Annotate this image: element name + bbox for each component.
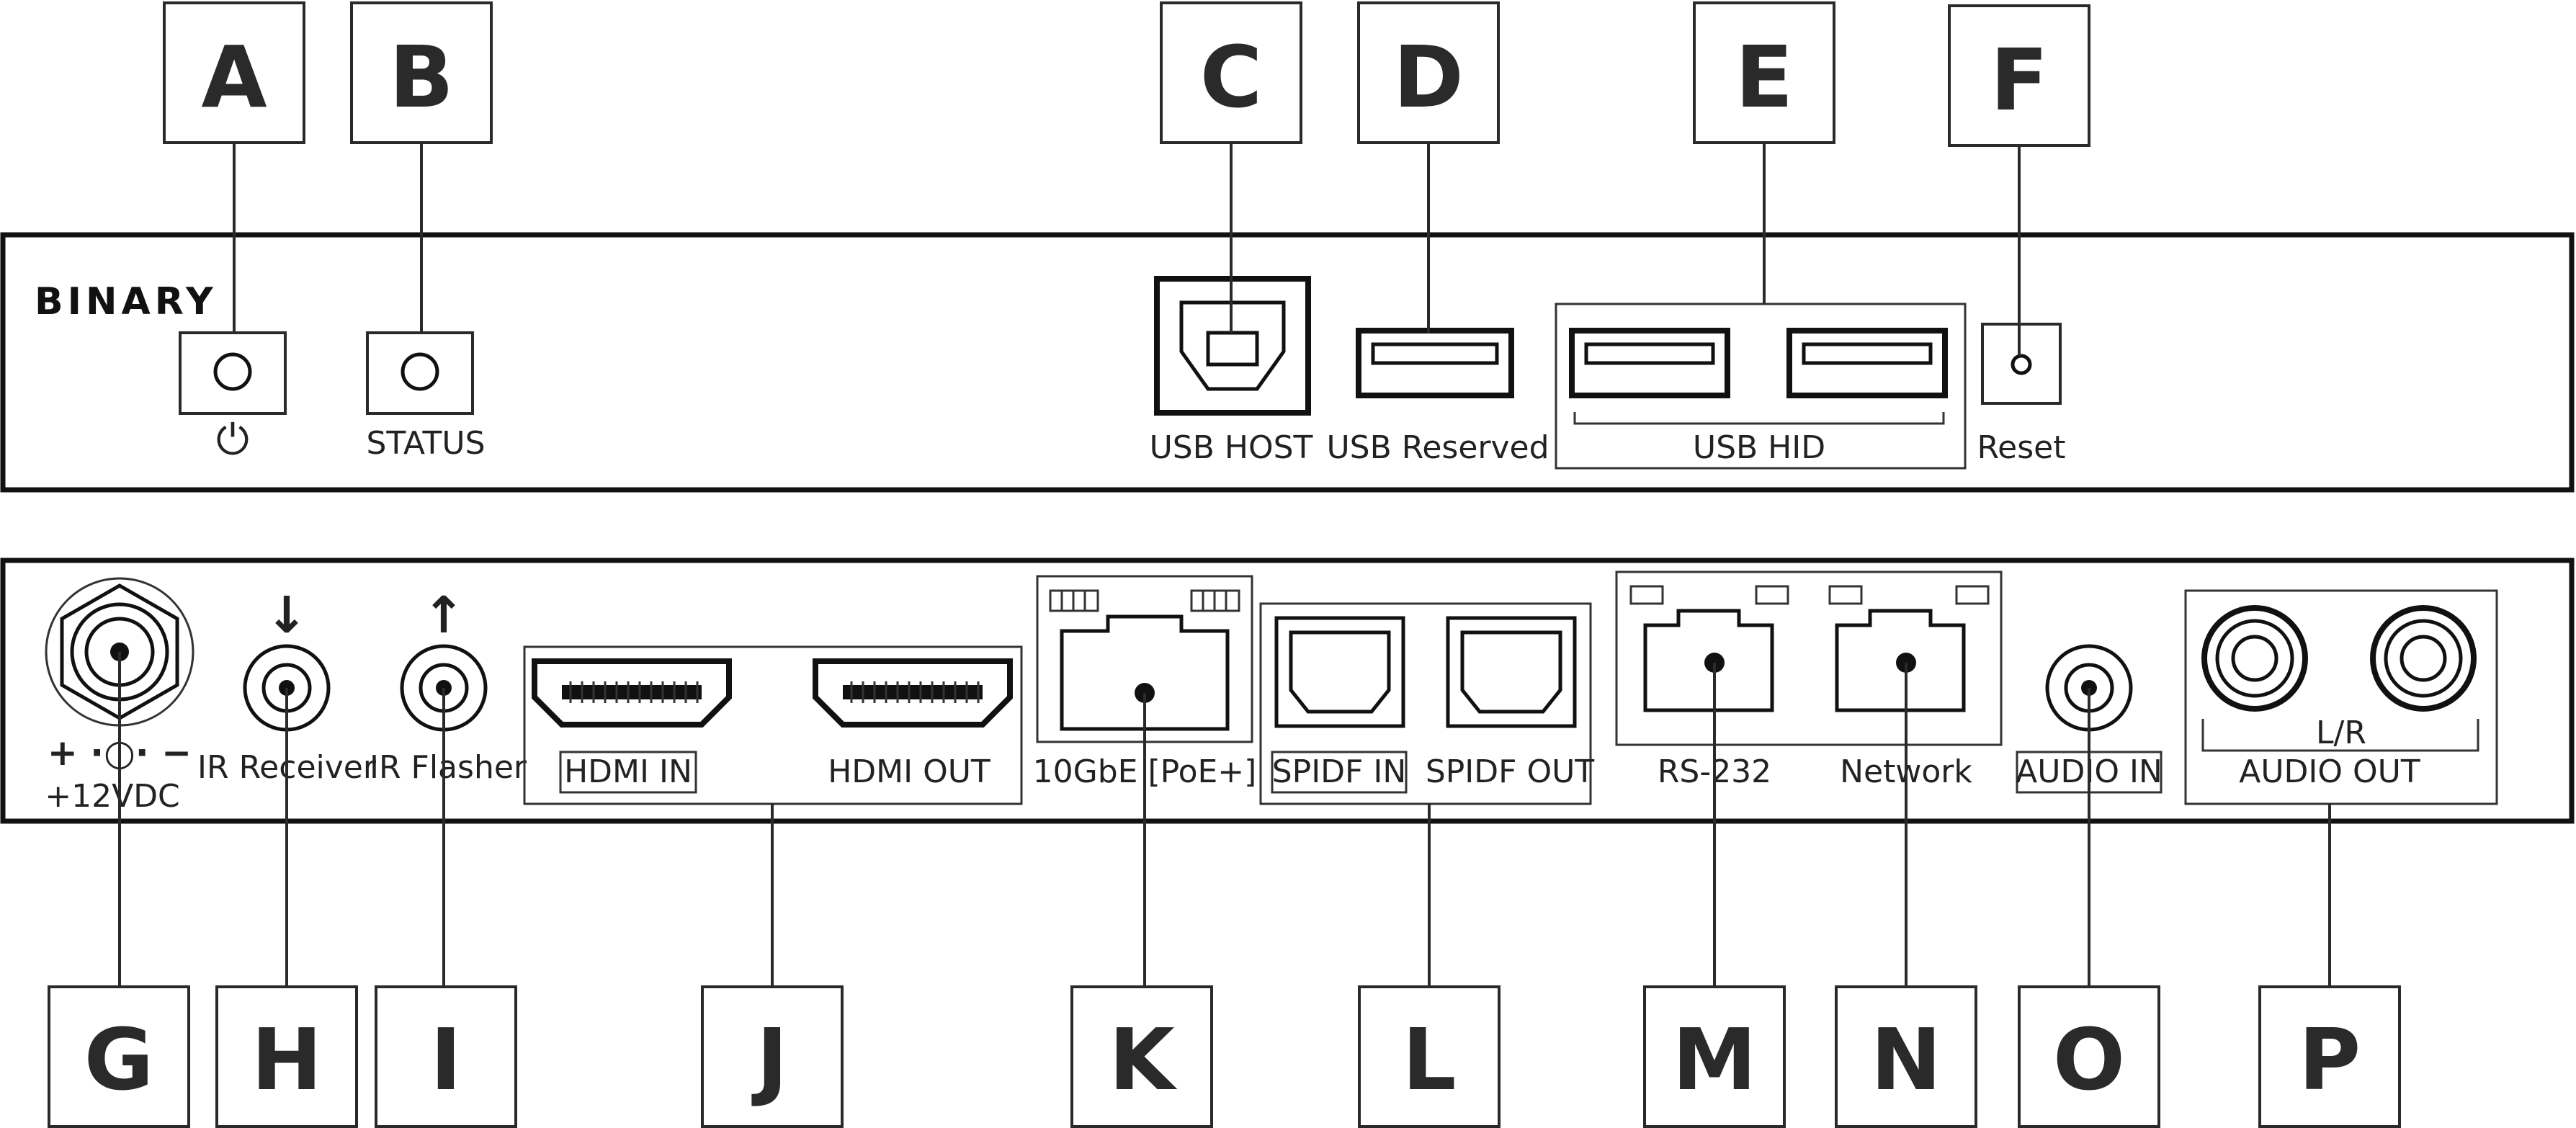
power-icon: ⏻ <box>216 415 249 464</box>
status-label: STATUS <box>366 425 485 462</box>
callout-p: P <box>2299 1010 2361 1109</box>
usb-host-label: USB HOST <box>1150 429 1313 466</box>
spdif-out-port-icon <box>1446 616 1577 728</box>
callout-j: J <box>751 1010 788 1109</box>
usb-hid-port-1-icon <box>1569 328 1730 398</box>
usb-reserved-port-icon <box>1356 328 1514 398</box>
front-panel: BINARY ⏻ STATUS USB HOST USB Reserved <box>0 232 2575 493</box>
spdif-out-label: SPIDF OUT <box>1426 753 1594 790</box>
brand-logo: BINARY <box>35 280 218 323</box>
reset-label: Reset <box>1977 429 2066 466</box>
callout-g: G <box>84 1010 154 1109</box>
callout-a: A <box>201 27 267 127</box>
usb-reserved-label: USB Reserved <box>1326 429 1549 466</box>
hdmi-in-label: HDMI IN <box>564 753 692 790</box>
callout-o: O <box>2053 1010 2125 1109</box>
audio-out-label: AUDIO OUT <box>2239 753 2420 790</box>
audio-out-right-jack-icon <box>2370 605 2477 712</box>
callout-i: I <box>430 1010 462 1109</box>
callout-h: H <box>251 1010 323 1109</box>
callout-c: C <box>1200 27 1263 127</box>
audio-lr-label: L/R <box>2316 715 2366 751</box>
usb-hid-port-2-icon <box>1786 328 1948 398</box>
rear-panel: + ·○· − +12VDC ↓ IR Receiver ↑ IR Flashe… <box>0 558 2575 824</box>
top-callouts: A B C D E F <box>163 1 2090 147</box>
spdif-in-port-icon <box>1274 616 1405 728</box>
callout-f: F <box>1990 30 2049 130</box>
callout-b: B <box>389 27 454 127</box>
ir-flasher-label: IR Flasher <box>370 749 527 786</box>
leader-lines <box>118 143 2331 987</box>
ir-flasher-arrow-icon: ↑ <box>423 586 465 645</box>
callout-k: K <box>1109 1010 1178 1109</box>
bottom-callouts: G H I J K L M N O P <box>48 985 2401 1128</box>
hdmi-out-port-icon <box>813 658 1013 728</box>
callout-n: N <box>1871 1010 1942 1109</box>
callout-m: M <box>1672 1010 1756 1109</box>
callout-d: D <box>1393 27 1464 127</box>
spdif-in-label: SPIDF IN <box>1272 753 1407 790</box>
callout-e: E <box>1735 27 1794 127</box>
hdmi-out-label: HDMI OUT <box>828 753 990 790</box>
power-12vdc-label: +12VDC <box>45 778 180 815</box>
hdmi-in-port-icon <box>532 658 732 728</box>
ir-receiver-arrow-icon: ↓ <box>266 586 308 645</box>
usb-hid-label: USB HID <box>1693 429 1825 466</box>
callout-l: L <box>1402 1010 1456 1109</box>
audio-out-left-jack-icon <box>2201 605 2308 712</box>
network-port-icon <box>1828 585 1990 712</box>
